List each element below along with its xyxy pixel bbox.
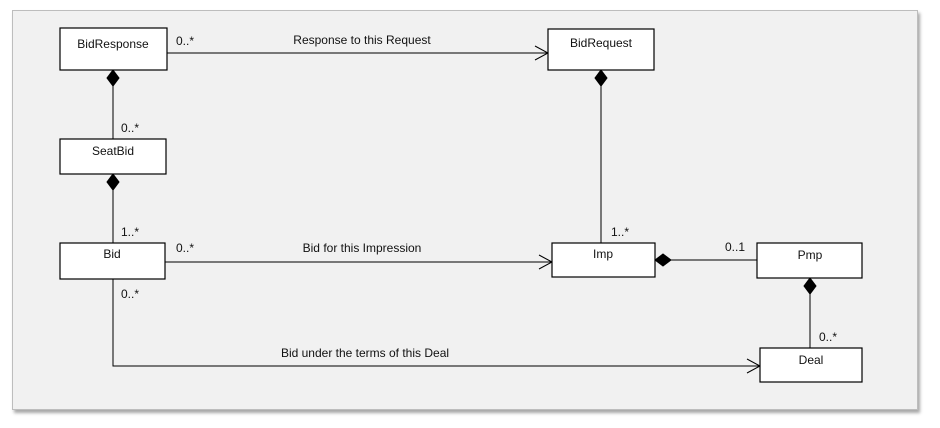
class-name: BidRequest <box>570 36 633 50</box>
composition-diamond-imp <box>654 253 672 267</box>
multiplicity-bid-deal: 0..* <box>121 287 139 301</box>
diagram-canvas <box>12 10 918 410</box>
class-bidrequest[interactable]: BidRequest <box>547 28 655 71</box>
association-label-bid-for-impression: Bid for this Impression <box>303 241 422 255</box>
association-label-response-to-request: Response to this Request <box>293 33 431 47</box>
class-name: BidResponse <box>77 37 149 51</box>
multiplicity-bid-imp: 0..* <box>176 241 194 255</box>
association-label-bid-under-deal: Bid under the terms of this Deal <box>281 346 449 360</box>
class-name: SeatBid <box>92 144 134 158</box>
edge-bid-under-deal <box>112 279 760 367</box>
class-imp[interactable]: Imp <box>551 242 656 278</box>
composition-diamond-seatbid <box>106 173 120 191</box>
multiplicity-pmp: 0..1 <box>725 240 745 254</box>
composition-diamond-pmp <box>803 277 817 295</box>
multiplicity-deal: 0..* <box>819 330 837 344</box>
class-deal[interactable]: Deal <box>759 347 863 383</box>
multiplicity-seatbid: 0..* <box>121 121 139 135</box>
multiplicity-bid: 1..* <box>121 225 139 239</box>
composition-diamond-bidresponse <box>106 69 120 87</box>
class-bid[interactable]: Bid <box>59 242 166 280</box>
class-name: Imp <box>593 247 613 261</box>
class-name: Bid <box>103 247 120 261</box>
class-name: Pmp <box>798 248 823 262</box>
multiplicity-bidresponse-request: 0..* <box>176 34 194 48</box>
class-name: Deal <box>799 353 824 367</box>
class-seatbid[interactable]: SeatBid <box>59 138 167 175</box>
class-pmp[interactable]: Pmp <box>756 242 863 279</box>
multiplicity-imp: 1..* <box>611 225 629 239</box>
composition-diamond-bidrequest <box>594 69 608 87</box>
class-bidresponse[interactable]: BidResponse <box>59 27 168 71</box>
